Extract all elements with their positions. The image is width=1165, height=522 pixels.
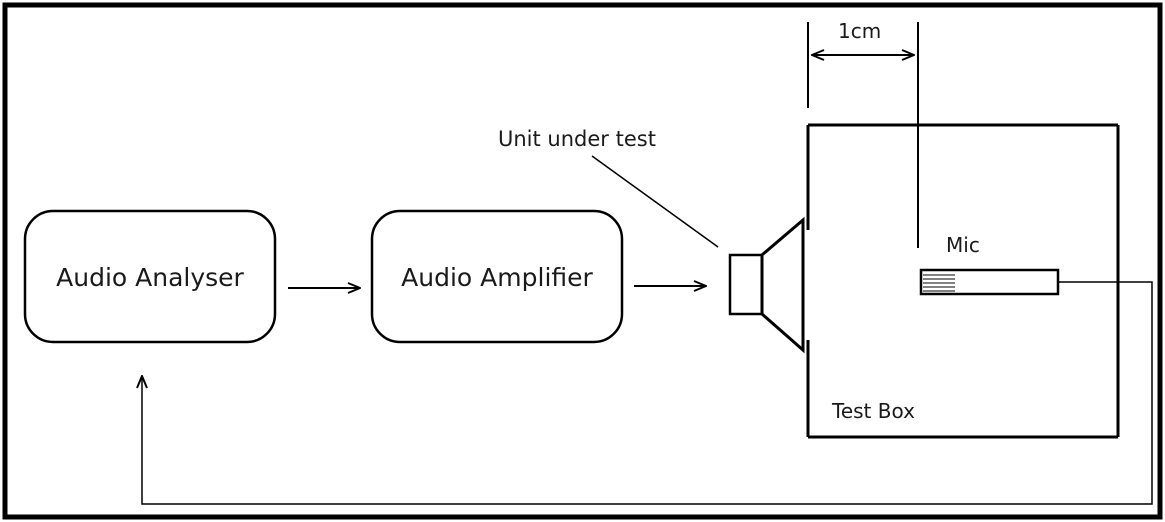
microphone-icon bbox=[919, 268, 1060, 296]
speaker-magnet bbox=[728, 253, 764, 316]
speaker-icon bbox=[728, 216, 805, 354]
audio-amplifier-label: Audio Amplifier bbox=[401, 263, 593, 292]
distance-label: 1cm bbox=[838, 19, 881, 43]
audio-amplifier-block: Audio Amplifier bbox=[370, 209, 624, 344]
audio-analyser-block: Audio Analyser bbox=[23, 209, 277, 344]
microphone-body bbox=[919, 268, 1060, 296]
test-box bbox=[806, 123, 1120, 439]
audio-analyser-box bbox=[23, 209, 277, 344]
distance-dimension: 1cm bbox=[807, 19, 919, 248]
mic-label: Mic bbox=[946, 233, 980, 257]
speaker-cone bbox=[760, 216, 805, 354]
audio-amplifier-box bbox=[370, 209, 624, 344]
test-box-label: Test Box bbox=[831, 399, 915, 423]
unit-under-test-label: Unit under test bbox=[498, 127, 656, 151]
feedback-cable-arrow bbox=[142, 281, 1153, 505]
audio-analyser-label: Audio Analyser bbox=[56, 263, 244, 292]
unit-under-test-leader bbox=[591, 155, 719, 248]
